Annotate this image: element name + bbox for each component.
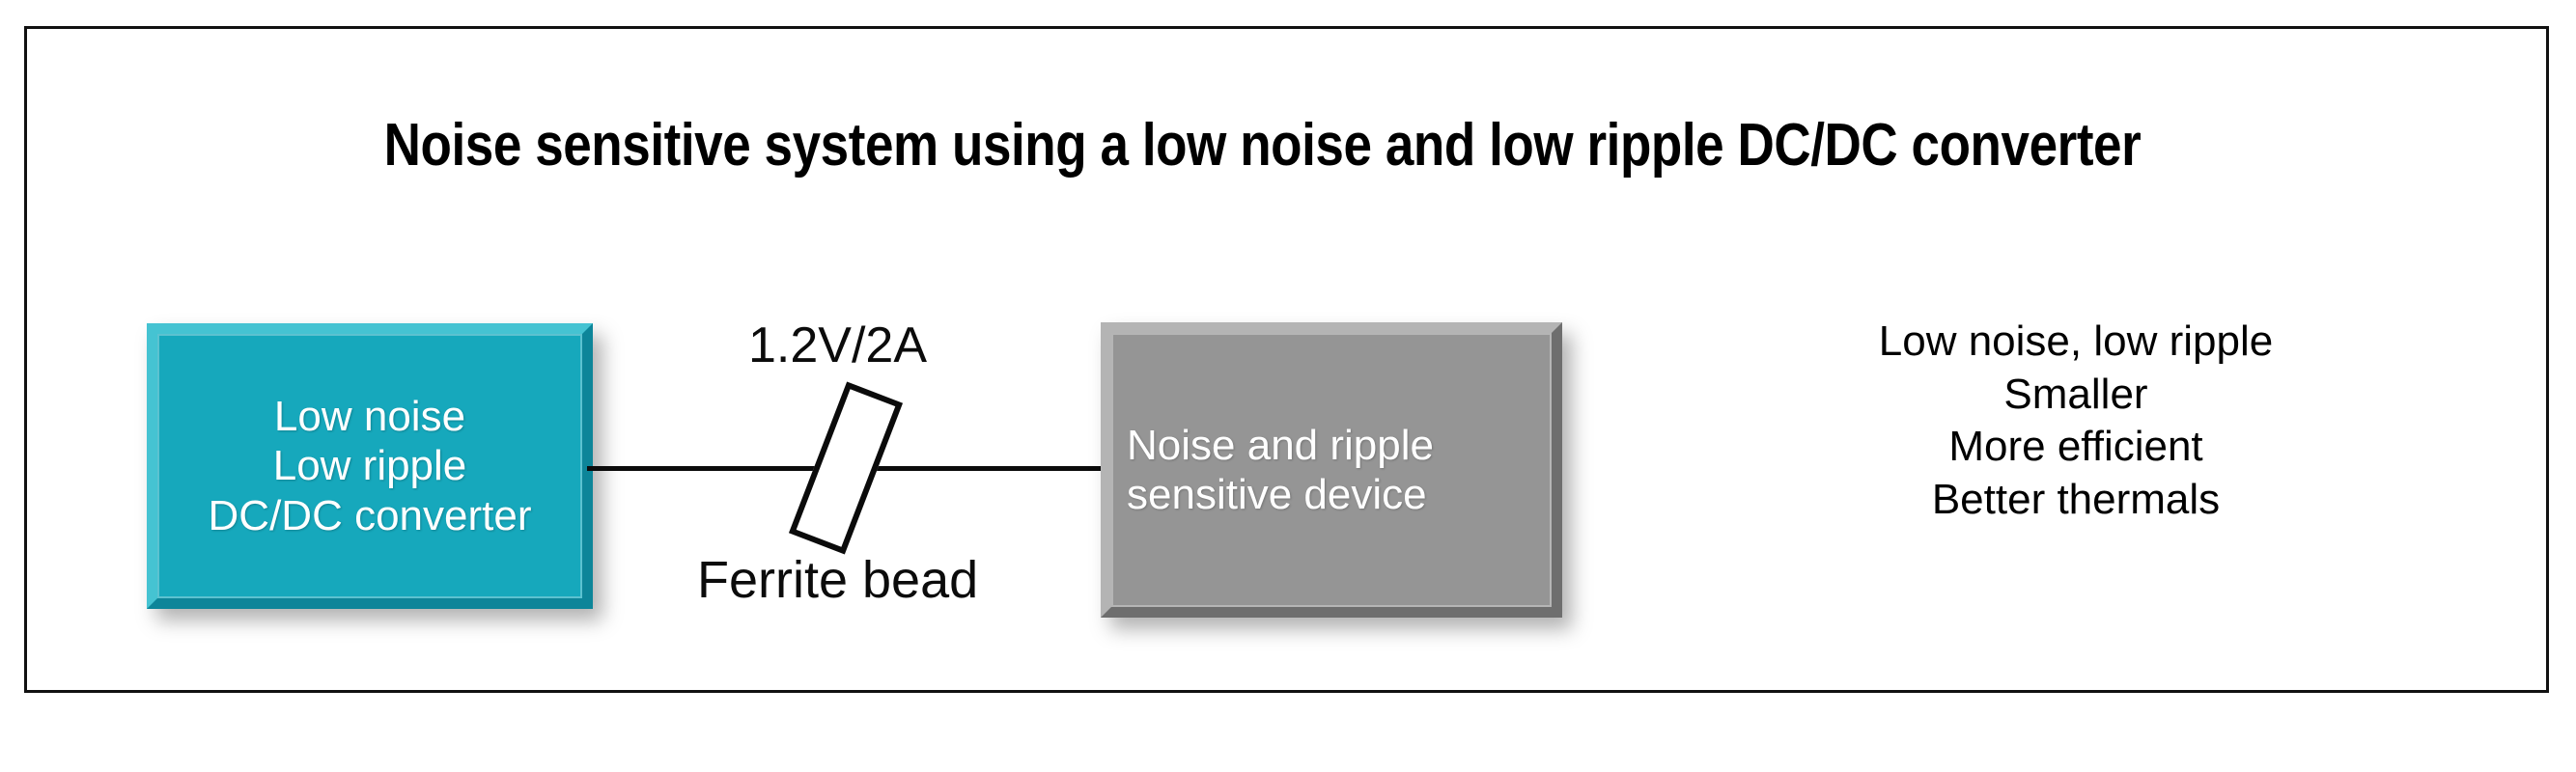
block-dcdc-converter[interactable]: Low noise Low ripple DC/DC converter	[147, 323, 593, 609]
benefit-item: Smaller	[2003, 370, 2148, 418]
benefit-item: More efficient	[1948, 423, 2203, 471]
benefit-item: Low noise, low ripple	[1878, 317, 2274, 365]
benefit-item: Better thermals	[1931, 475, 2221, 523]
block-sensitive-device-face: Noise and ripple sensitive device	[1101, 322, 1562, 618]
block-dcdc-converter-face: Low noise Low ripple DC/DC converter	[147, 323, 593, 609]
block-sensitive-device-label: Noise and ripple sensitive device	[1127, 421, 1434, 518]
ferrite-bead-label: Ferrite bead	[697, 551, 979, 609]
block-sensitive-device[interactable]: Noise and ripple sensitive device	[1101, 322, 1562, 618]
page-title: Noise sensitive system using a low noise…	[383, 112, 2142, 179]
rail-voltage-label: 1.2V/2A	[748, 317, 928, 373]
benefits-list: Low noise, low ripple Smaller More effic…	[1767, 316, 2385, 526]
block-dcdc-converter-label: Low noise Low ripple DC/DC converter	[208, 392, 532, 539]
